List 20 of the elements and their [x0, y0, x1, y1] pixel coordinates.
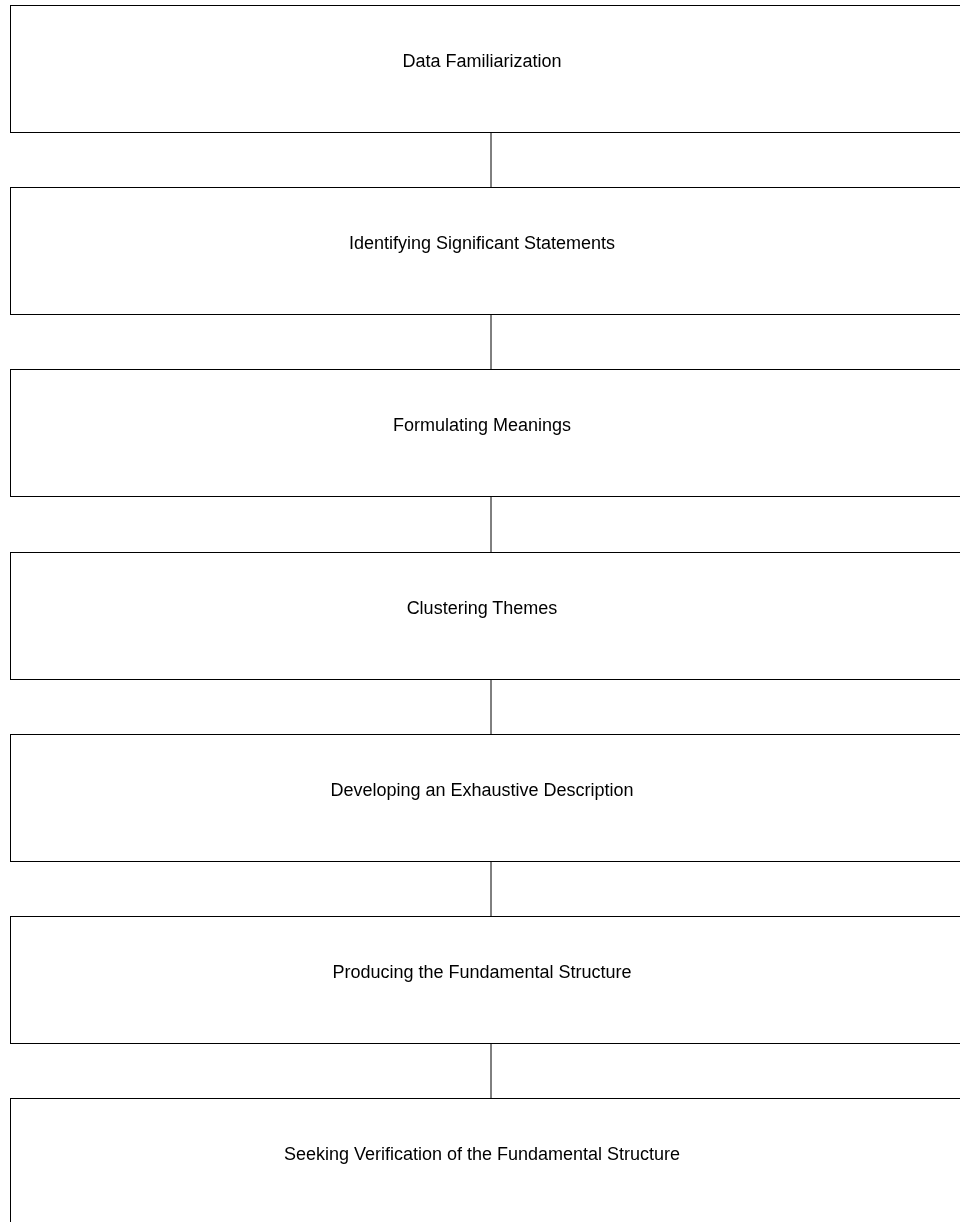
step-label: Clustering Themes [406, 597, 559, 620]
connector-line [490, 861, 492, 917]
connector-line [490, 1043, 492, 1099]
connector-line [490, 132, 492, 188]
process-box [10, 552, 960, 680]
process-box [10, 5, 960, 133]
step-label: Identifying Significant Statements [348, 232, 617, 255]
step-label: Data Familiarization [402, 50, 563, 73]
step-label: Formulating Meanings [392, 414, 573, 437]
process-box [10, 187, 960, 315]
step-label: Producing the Fundamental Structure [332, 961, 633, 984]
step-label: Seeking Verification of the Fundamental Structure [283, 1143, 682, 1166]
connector-line [490, 679, 492, 735]
process-box [10, 916, 960, 1044]
process-box [10, 734, 960, 862]
connector-line [490, 314, 492, 370]
process-box [10, 1098, 960, 1222]
step-label: Developing an Exhaustive Description [330, 779, 635, 802]
connector-line [490, 496, 492, 553]
process-box [10, 369, 960, 497]
